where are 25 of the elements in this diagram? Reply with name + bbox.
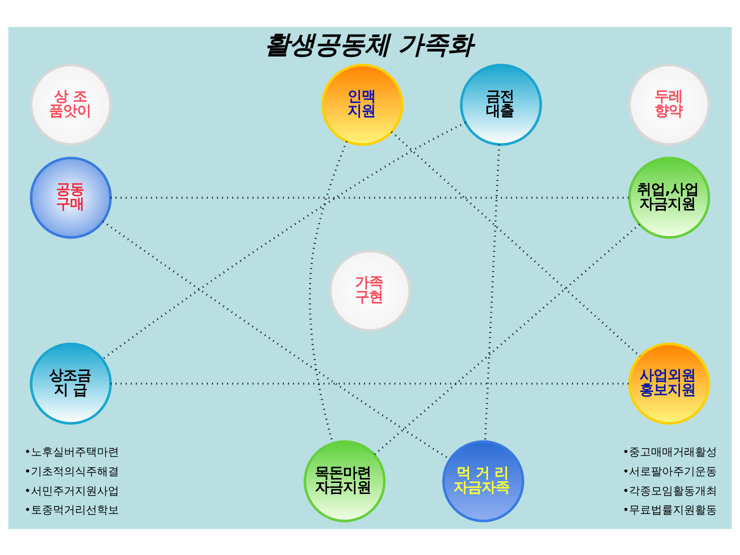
label: •중고매매거래활성 <box>622 444 718 458</box>
label: •토종먹거리선학보 <box>24 503 119 516</box>
node-circle: 금전 대출 <box>460 63 542 146</box>
node-circle: 사업외원 홍보지원 <box>628 342 710 424</box>
node-circle: 상 조 품앗이 <box>30 63 112 146</box>
diagram-title: 활생공동체 가족화 <box>264 28 474 59</box>
connector <box>374 223 640 455</box>
node-circle: 취업,사업 자금지원 <box>628 156 710 238</box>
label: •서로팔아주기운동 <box>622 464 718 478</box>
node-circle: 목돈마련 자금지원 <box>304 440 386 522</box>
node-circle: 가족 구현 <box>329 249 411 332</box>
node-circle: 인맥 지원 <box>321 63 404 146</box>
label: •기초적의식주해결 <box>24 464 119 478</box>
label: •무료법률지원활동 <box>622 503 718 516</box>
node-circle: 공동 구매 <box>30 156 112 238</box>
label: •서민주거지원사업 <box>24 484 119 497</box>
node-circle: 상조금 지 급 <box>30 342 112 424</box>
connector <box>110 196 630 198</box>
connector <box>484 144 500 441</box>
node-circle: 두레 향약 <box>628 63 710 146</box>
connector <box>102 121 466 360</box>
node-circle: 먹 거 리 자금자족 <box>442 440 524 522</box>
label: •각종모임활동개최 <box>622 484 718 497</box>
label: •노후실버주택마련 <box>24 444 119 458</box>
connector <box>110 382 630 384</box>
